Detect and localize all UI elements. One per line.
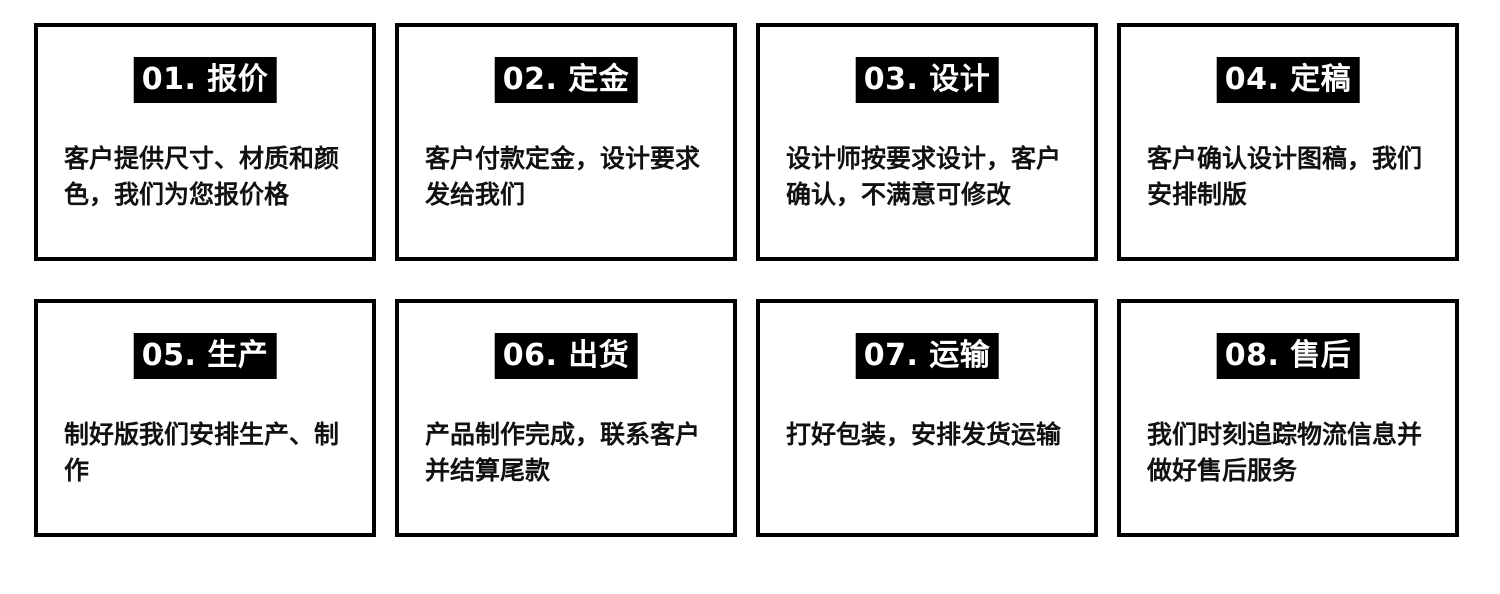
step-card-01: 01. 报价 客户提供尺寸、材质和颜色，我们为您报价格 [34, 23, 376, 261]
step-description-01: 客户提供尺寸、材质和颜色，我们为您报价格 [64, 144, 340, 209]
step-card-06: 06. 出货 产品制作完成，联系客户并结算尾款 [395, 299, 737, 537]
step-title-06: 06. 出货 [494, 333, 638, 379]
step-description-04: 客户确认设计图稿，我们安排制版 [1147, 144, 1423, 209]
step-title-08: 08. 售后 [1216, 333, 1360, 379]
step-title-07: 07. 运输 [855, 333, 999, 379]
step-card-05: 05. 生产 制好版我们安排生产、制作 [34, 299, 376, 537]
step-title-01: 01. 报价 [133, 57, 277, 103]
step-card-04: 04. 定稿 客户确认设计图稿，我们安排制版 [1117, 23, 1459, 261]
step-title-05: 05. 生产 [133, 333, 277, 379]
step-card-02: 02. 定金 客户付款定金，设计要求发给我们 [395, 23, 737, 261]
step-description-06: 产品制作完成，联系客户并结算尾款 [425, 420, 701, 485]
step-description-03: 设计师按要求设计，客户确认，不满意可修改 [786, 144, 1062, 209]
step-description-08: 我们时刻追踪物流信息并做好售后服务 [1147, 420, 1423, 485]
step-description-07: 打好包装，安排发货运输 [786, 420, 1062, 449]
step-card-03: 03. 设计 设计师按要求设计，客户确认，不满意可修改 [756, 23, 1098, 261]
process-steps-grid: 01. 报价 客户提供尺寸、材质和颜色，我们为您报价格 02. 定金 客户付款定… [34, 23, 1460, 537]
step-card-08: 08. 售后 我们时刻追踪物流信息并做好售后服务 [1117, 299, 1459, 537]
step-title-03: 03. 设计 [855, 57, 999, 103]
step-title-04: 04. 定稿 [1216, 57, 1360, 103]
step-title-02: 02. 定金 [494, 57, 638, 103]
step-description-02: 客户付款定金，设计要求发给我们 [425, 144, 701, 209]
step-description-05: 制好版我们安排生产、制作 [64, 420, 340, 485]
step-card-07: 07. 运输 打好包装，安排发货运输 [756, 299, 1098, 537]
